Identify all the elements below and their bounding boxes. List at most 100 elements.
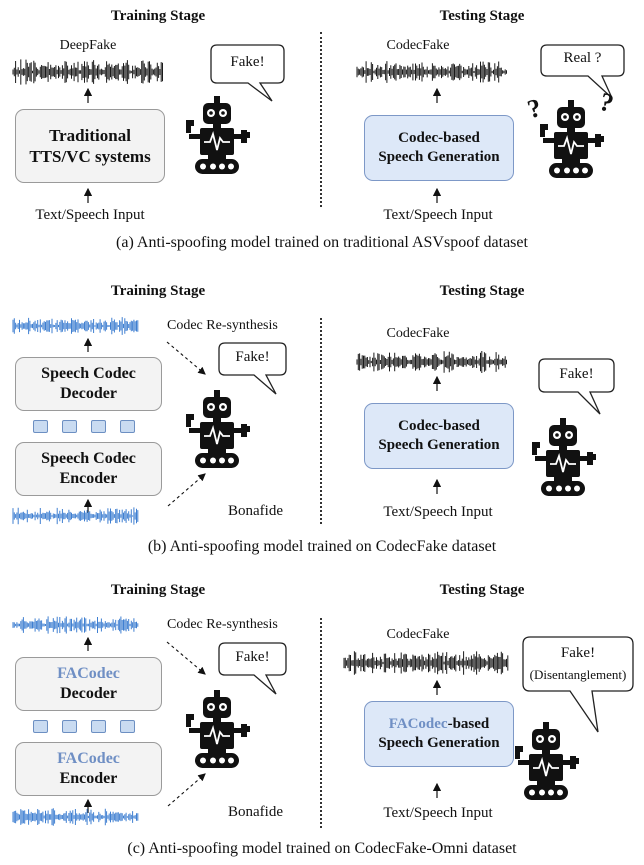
arrow-icon (83, 187, 93, 203)
facodec-decoder-box: FACodec Decoder (15, 657, 162, 711)
codec-token (120, 420, 135, 433)
box-line: FACodec-based (389, 715, 490, 734)
facodec-based-generation-box: FACodec-based Speech Generation (364, 701, 514, 767)
speech-codec-encoder-box: Speech Codec Encoder (15, 442, 162, 496)
bubble-text: Fake! (560, 645, 596, 661)
box-suffix: -based (447, 716, 490, 733)
bonafide-label: Bonafide (228, 503, 283, 519)
codecfake-waveform-icon (356, 61, 507, 83)
text-speech-input-label: Text/Speech Input (383, 805, 493, 821)
box-line: Decoder (60, 385, 117, 402)
codecfake-waveform-icon (356, 351, 507, 373)
resynth-waveform-icon (12, 317, 139, 335)
robot-icon (514, 721, 580, 801)
bubble-text: Fake! (235, 349, 270, 365)
bonafide-label: Bonafide (228, 804, 283, 820)
codec-token (91, 420, 106, 433)
box-line: Traditional (49, 125, 131, 145)
box-line: Encoder (59, 470, 118, 487)
arrow-icon (432, 375, 442, 391)
codec-based-generation-box: Codec-based Speech Generation (364, 403, 514, 469)
facodec-label: FACodec (388, 716, 448, 733)
box-line: Speech Generation (378, 437, 500, 453)
text-speech-input-label: Text/Speech Input (383, 504, 493, 520)
facodec-label: FACodec (57, 665, 120, 682)
arrow-icon (432, 478, 442, 494)
traditional-tts-vc-box: Traditional TTS/VC systems (15, 109, 165, 183)
speech-codec-decoder-box: Speech Codec Decoder (15, 357, 162, 411)
codec-token (91, 720, 106, 733)
box-line: Speech Codec (41, 450, 136, 467)
text-speech-input-label: Text/Speech Input (383, 207, 493, 223)
training-stage-title: Training Stage (110, 8, 206, 24)
caption-a: (a) Anti-spoofing model trained on tradi… (116, 234, 528, 251)
box-line: TTS/VC systems (29, 147, 151, 166)
arrow-icon (432, 187, 442, 203)
box-line: Speech Generation (378, 735, 500, 751)
codec-tokens (33, 420, 135, 433)
arrow-icon (83, 636, 93, 651)
codec-token (62, 420, 77, 433)
box-line: Codec-based (398, 418, 480, 435)
training-stage-title: Training Stage (110, 582, 206, 598)
facodec-encoder-box: FACodec Encoder (15, 742, 162, 796)
codecfake-waveform-icon (343, 651, 509, 675)
testing-stage-title: Testing Stage (439, 582, 525, 598)
codec-token (120, 720, 135, 733)
stage-divider (320, 318, 322, 524)
box-line: Encoder (59, 770, 118, 787)
speech-bubble-icon (218, 642, 287, 695)
robot-icon (531, 417, 597, 497)
deepfake-waveform-icon (12, 59, 163, 85)
robot-icon (185, 689, 251, 769)
box-line: Codec-based (398, 130, 480, 147)
arrow-icon (83, 337, 93, 352)
testing-stage-title: Testing Stage (439, 283, 525, 299)
speech-bubble-icon (210, 44, 285, 102)
arrow-icon (167, 773, 206, 807)
bonafide-waveform-icon (12, 808, 139, 826)
training-stage-title: Training Stage (110, 283, 206, 299)
bubble-text: Fake! (230, 54, 265, 70)
robot-icon (539, 99, 605, 179)
bubble-text: Fake! (235, 649, 270, 665)
box-line: Decoder (60, 685, 117, 702)
robot-icon (185, 389, 251, 469)
bubble-text: Fake! (559, 366, 594, 382)
robot-icon (185, 95, 251, 175)
caption-b: (b) Anti-spoofing model trained on Codec… (147, 538, 497, 555)
arrow-icon (166, 341, 206, 375)
arrow-icon (432, 679, 442, 695)
bonafide-waveform-icon (12, 507, 139, 525)
codec-based-generation-box: Codec-based Speech Generation (364, 115, 514, 181)
stage-divider (320, 618, 322, 828)
arrow-icon (432, 782, 442, 798)
speech-bubble-icon (538, 358, 615, 415)
deepfake-label: DeepFake (59, 38, 117, 53)
codec-token (33, 420, 48, 433)
resynth-waveform-icon (12, 616, 139, 634)
facodec-label: FACodec (57, 750, 120, 767)
speech-bubble-icon (540, 44, 625, 99)
arrow-icon (83, 798, 93, 813)
arrow-icon (432, 87, 442, 103)
text-speech-input-label: Text/Speech Input (35, 207, 145, 223)
arrow-icon (83, 87, 93, 103)
codec-token (62, 720, 77, 733)
codecfake-label: CodecFake (386, 326, 450, 341)
speech-bubble-icon (218, 342, 287, 395)
codec-resynthesis-label: Codec Re-synthesis (167, 318, 278, 333)
codecfake-label: CodecFake (386, 38, 450, 53)
arrow-icon (83, 498, 93, 513)
box-line: Speech Codec (41, 365, 136, 382)
codec-resynthesis-label: Codec Re-synthesis (167, 617, 278, 632)
bubble-subtext: (Disentanglement) (529, 667, 627, 682)
stage-divider (320, 32, 322, 207)
caption-c: (c) Anti-spoofing model trained on Codec… (127, 840, 517, 857)
bubble-text: Real ? (563, 50, 602, 66)
testing-stage-title: Testing Stage (439, 8, 525, 24)
speech-bubble-icon (522, 636, 634, 733)
arrow-icon (166, 641, 206, 675)
arrow-icon (167, 473, 206, 507)
codecfake-label: CodecFake (386, 627, 450, 642)
